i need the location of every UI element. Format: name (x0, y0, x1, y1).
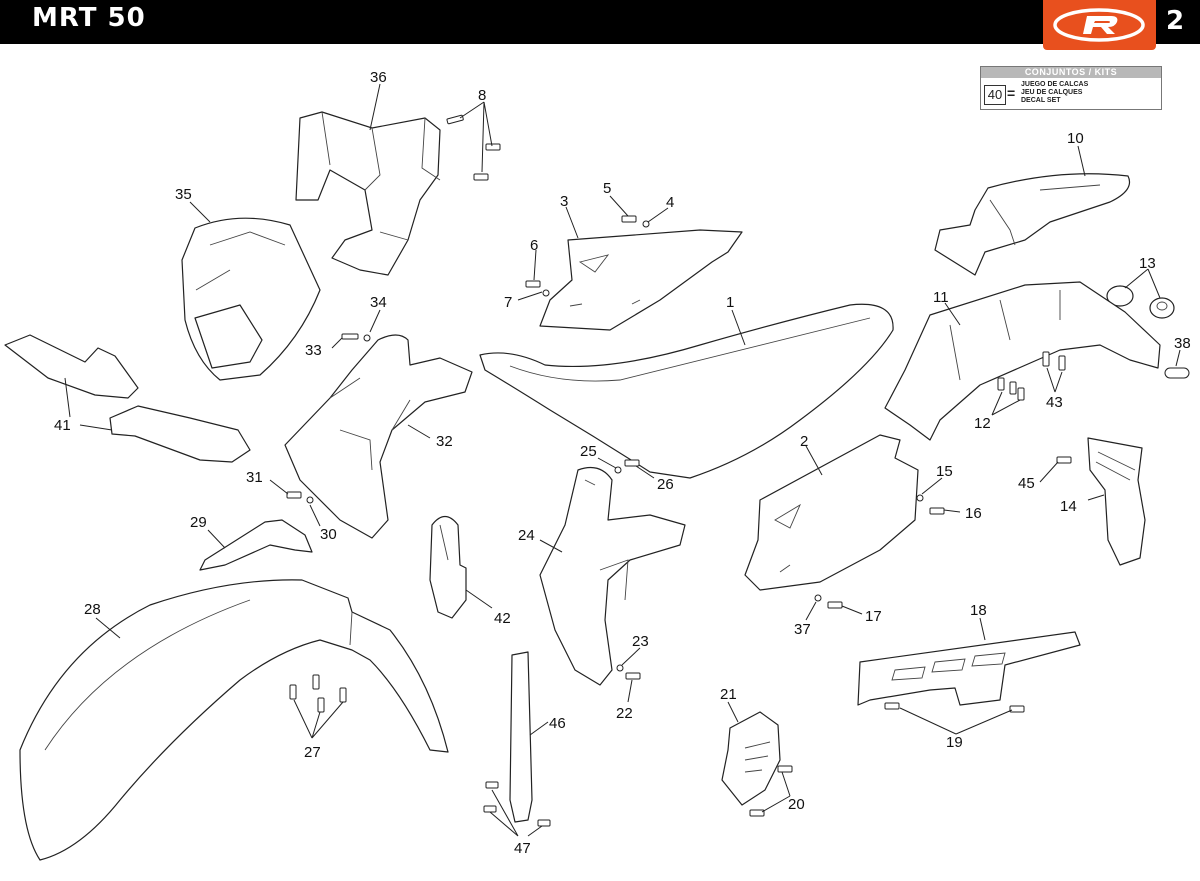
header-bar (0, 0, 1200, 44)
kits-line: JEU DE CALQUES (1021, 89, 1083, 96)
part-screws-27 (289, 674, 347, 713)
part-screws-33-34 (341, 333, 371, 342)
callout-2: 2 (800, 433, 808, 450)
callout-12: 12 (974, 415, 991, 432)
callout-46: 46 (549, 715, 566, 732)
callout-41: 41 (54, 417, 71, 434)
callout-31: 31 (246, 469, 263, 486)
callout-27: 27 (304, 744, 321, 761)
callout-24: 24 (518, 527, 535, 544)
kits-description: JUEGO DE CALCAS JEU DE CALQUES DECAL SET (1021, 81, 1088, 105)
callout-43: 43 (1046, 394, 1063, 411)
callout-11: 11 (933, 289, 949, 306)
part-screws-20 (749, 765, 793, 817)
part-screws-15-17 (814, 494, 945, 609)
part-screws-47 (483, 781, 551, 827)
callout-26: 26 (657, 476, 674, 493)
part-headlight-bracket (295, 111, 441, 276)
part-screws-25-26 (614, 459, 640, 474)
callout-labels: 1 2 3 4 5 6 7 8 10 11 12 13 14 15 16 17 … (54, 69, 1191, 857)
callout-38: 38 (1174, 335, 1191, 352)
model-title: MRT 50 (32, 3, 146, 33)
part-sprocket-cover (721, 711, 781, 806)
callout-19: 19 (946, 734, 963, 751)
callout-33: 33 (305, 342, 322, 359)
part-screw-45 (1056, 456, 1072, 464)
callout-8: 8 (478, 87, 486, 104)
leader-lines (64, 83, 1181, 837)
callout-14: 14 (1060, 498, 1077, 515)
part-side-panel-right (744, 434, 919, 591)
callout-3: 3 (560, 193, 568, 210)
kits-item-number: 40 (984, 85, 1006, 105)
callout-5: 5 (603, 180, 611, 197)
part-screws-30-31 (286, 491, 314, 504)
part-screws-12-43 (997, 351, 1066, 401)
callout-7: 7 (504, 294, 512, 311)
callout-13: 13 (1139, 255, 1156, 272)
part-mud-flap (1087, 437, 1146, 566)
part-radiator-shroud-right (539, 467, 686, 686)
callout-32: 32 (436, 433, 453, 450)
part-rear-fender (934, 173, 1131, 276)
callout-23: 23 (632, 633, 649, 650)
callout-17: 17 (865, 608, 882, 625)
callout-22: 22 (616, 705, 633, 722)
part-fork-guard-lower (429, 515, 467, 619)
kits-box: CONJUNTOS / KITS 40 = JUEGO DE CALCAS JE… (980, 66, 1162, 110)
callout-45: 45 (1018, 475, 1035, 492)
callout-18: 18 (970, 602, 987, 619)
part-grommets (1106, 285, 1175, 319)
part-handguards (4, 334, 251, 463)
part-screws-8 (446, 114, 501, 181)
part-bracket-29 (199, 519, 313, 571)
callout-4: 4 (666, 194, 674, 211)
part-radiator-shroud-left (284, 334, 473, 539)
callout-34: 34 (370, 294, 387, 311)
kits-line: JUEGO DE CALCAS (1021, 81, 1089, 88)
callout-10: 10 (1067, 130, 1084, 147)
callout-25: 25 (580, 443, 597, 460)
part-headlight-mask (181, 217, 321, 381)
callout-15: 15 (936, 463, 953, 480)
callout-1: 1 (726, 294, 734, 311)
callout-29: 29 (190, 514, 207, 531)
part-rear-inner-mudguard (884, 281, 1161, 441)
part-pin-38 (1164, 367, 1190, 379)
callout-21: 21 (720, 686, 737, 703)
part-screws-22-23 (616, 664, 641, 680)
part-chain-guard (857, 631, 1081, 706)
callout-37: 37 (794, 621, 811, 638)
part-side-panel-left (539, 229, 743, 331)
kits-equals: = (1007, 85, 1016, 101)
brand-logo (1043, 0, 1156, 50)
callout-6: 6 (530, 237, 538, 254)
callout-30: 30 (320, 526, 337, 543)
kits-line: DECAL SET (1021, 97, 1061, 104)
callout-42: 42 (494, 610, 511, 627)
page-number: 2 (1166, 6, 1185, 36)
part-screws-19 (884, 702, 1025, 713)
part-front-fender (19, 579, 449, 861)
kits-header: CONJUNTOS / KITS (981, 67, 1161, 78)
part-seat (479, 303, 894, 479)
part-screws-3-7 (525, 215, 650, 297)
callout-28: 28 (84, 601, 101, 618)
callout-20: 20 (788, 796, 805, 813)
part-fork-guard-long (509, 651, 533, 823)
callout-16: 16 (965, 505, 982, 522)
callout-35: 35 (175, 186, 192, 203)
callout-47: 47 (514, 840, 531, 857)
rieju-r-logo-icon (1053, 8, 1145, 42)
callout-36: 36 (370, 69, 387, 86)
